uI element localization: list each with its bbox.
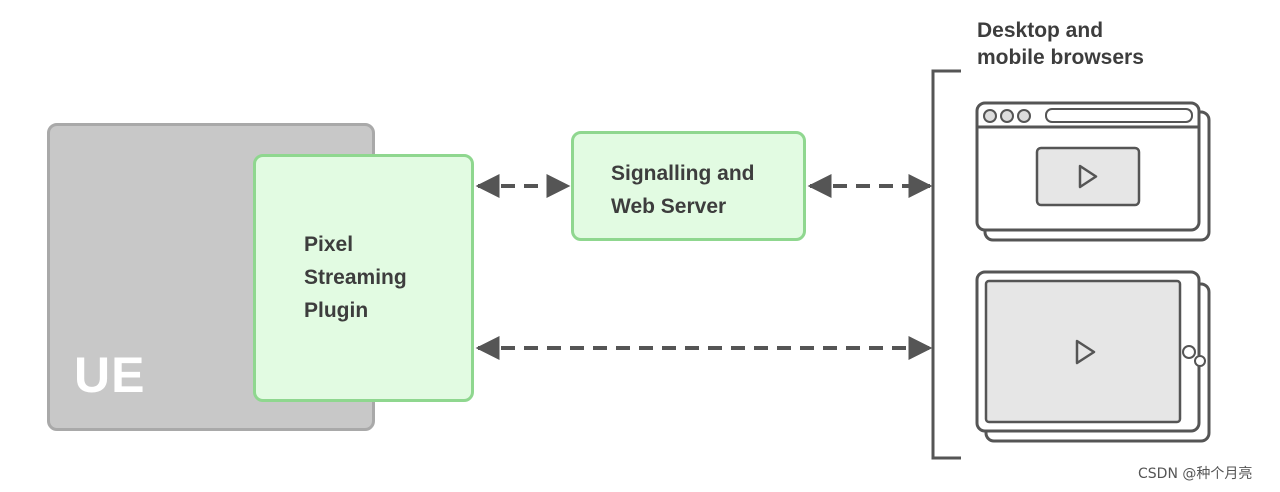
play-icon [1075,339,1096,365]
browsers-heading-line-1: Desktop and [977,19,1104,42]
server-label-line-1: Signalling and [611,162,755,185]
pixel-streaming-plugin-box [253,154,474,402]
server-label: Signalling and Web Server [611,157,801,223]
signalling-web-server-box [571,131,806,241]
browsers-heading-line-2: mobile browsers [977,46,1144,69]
server-label-line-2: Web Server [611,195,727,218]
plugin-label-line-3: Plugin [304,299,369,322]
watermark: CSDN @种个月亮 [1138,466,1253,482]
plugin-label: Pixel Streaming Plugin [304,228,464,327]
plugin-label-line-1: Pixel [304,233,354,256]
plugin-label-line-2: Streaming [304,266,407,289]
play-icon [1078,164,1098,189]
browsers-heading: Desktop and mobile browsers [977,17,1217,71]
ue-label: UE [74,347,146,403]
tablet-device-icon [975,270,1211,443]
browsers-bracket [931,69,961,460]
desktop-browser-window-icon [975,101,1211,242]
